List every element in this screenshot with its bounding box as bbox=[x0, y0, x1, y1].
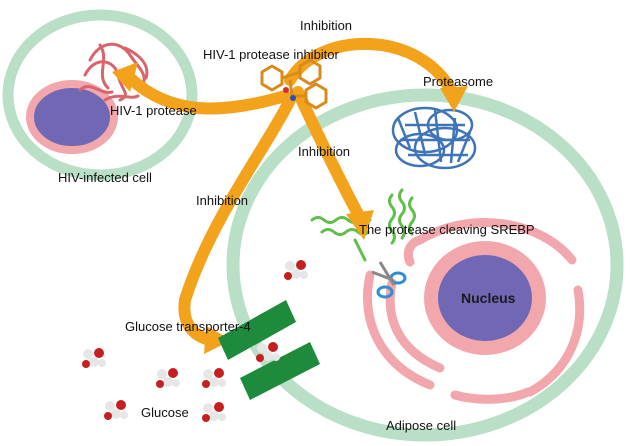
nucleus bbox=[424, 241, 546, 355]
arrowhead-proteasome bbox=[440, 86, 468, 112]
label-glucose-transporter-4: Glucose transporter-4 bbox=[125, 319, 251, 334]
glucose-molecule bbox=[284, 260, 308, 280]
glucose-molecule bbox=[202, 368, 226, 388]
arrow-to-glut4 bbox=[178, 94, 296, 346]
arrowhead-glut4 bbox=[204, 326, 232, 354]
label-hiv-infected-cell: HIV-infected cell bbox=[58, 170, 152, 185]
glucose-transporter-4 bbox=[218, 300, 320, 400]
hiv-cell-nucleus bbox=[26, 80, 118, 154]
arrowhead-hiv-protease bbox=[112, 62, 138, 92]
nucleus-group bbox=[363, 218, 585, 404]
label-inhibitor: HIV-1 protease inhibitor bbox=[203, 47, 339, 62]
glucose-molecule bbox=[104, 400, 128, 420]
glucose-molecule bbox=[82, 348, 106, 368]
arrow-heads bbox=[112, 62, 468, 354]
proteasome-structure bbox=[391, 106, 477, 170]
label-inhibition-top: Inhibition bbox=[300, 18, 353, 33]
label-adipose-cell: Adipose cell bbox=[386, 418, 457, 433]
label-glucose: Glucose bbox=[141, 405, 189, 420]
label-srebp: The protease cleaving SREBP bbox=[359, 222, 535, 237]
arrowhead-srebp bbox=[346, 210, 374, 240]
adipose-cell-membrane bbox=[226, 88, 624, 442]
scissors-icon bbox=[371, 261, 407, 299]
glucose-molecule bbox=[202, 402, 226, 422]
label-hiv-protease: HIV-1 protease bbox=[110, 103, 197, 118]
glucose-molecule bbox=[156, 368, 180, 388]
arrow-to-hiv-protease bbox=[124, 72, 291, 115]
label-nucleus: Nucleus bbox=[461, 290, 516, 306]
glucose-molecules bbox=[82, 260, 308, 422]
arrow-to-srebp bbox=[292, 86, 366, 224]
hiv-infected-cell-membrane bbox=[2, 9, 198, 181]
glucose-molecule bbox=[256, 342, 280, 362]
glut4-bar-top bbox=[218, 300, 296, 360]
label-proteasome: Proteasome bbox=[423, 74, 494, 89]
label-inhibition-left: Inhibition bbox=[196, 193, 249, 208]
label-inhibition-mid: Inhibition bbox=[298, 144, 351, 159]
protease-inhibitor-molecule bbox=[260, 58, 328, 110]
glut4-bar-bottom bbox=[240, 342, 320, 400]
